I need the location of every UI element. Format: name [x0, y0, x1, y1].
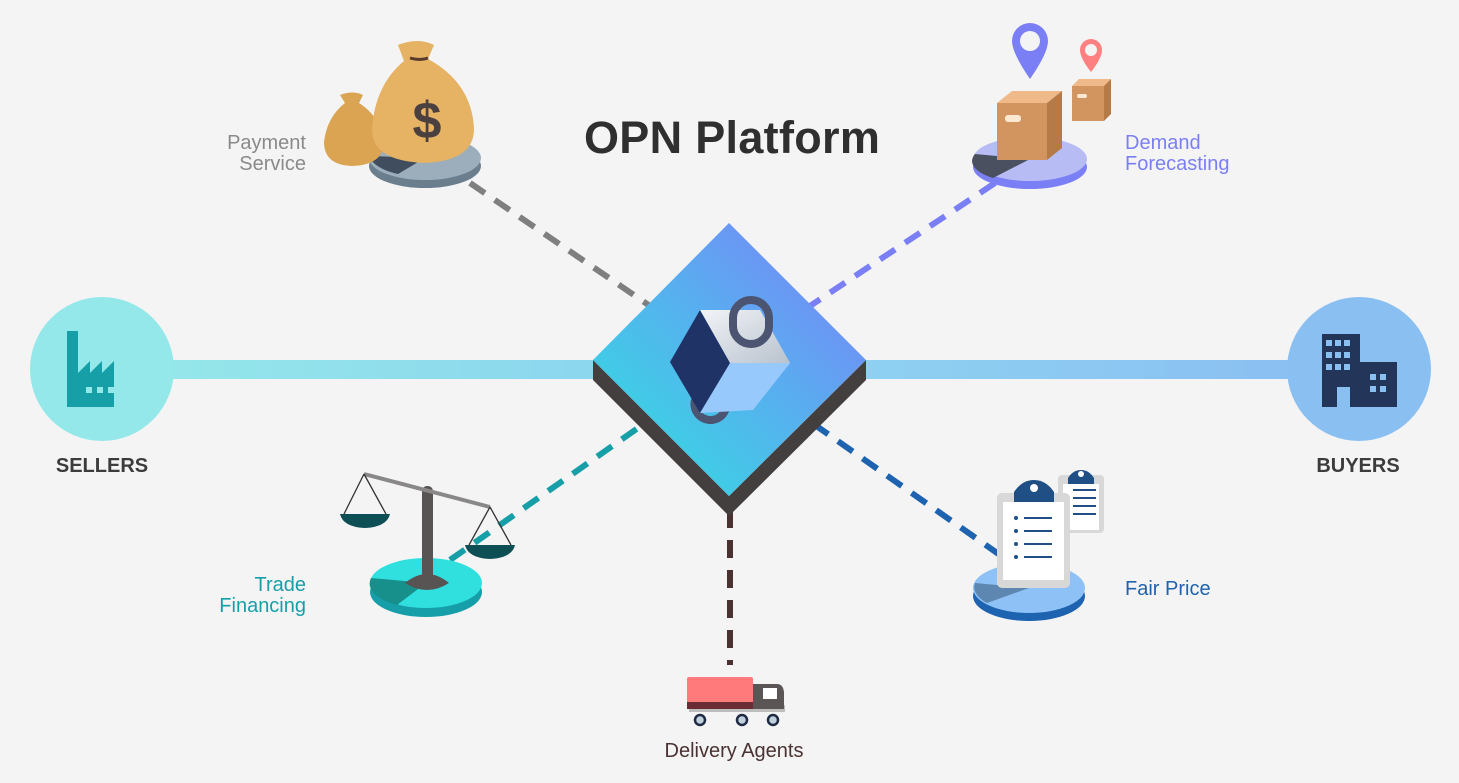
trade-financing-node[interactable]: [340, 472, 515, 617]
demand-forecasting-label-line2: Forecasting: [1125, 153, 1230, 175]
buyers-connector: [862, 360, 1302, 379]
buyers-node[interactable]: [1287, 297, 1431, 441]
clipboard-icon: [997, 470, 1104, 588]
demand-forecasting-label-line1: Demand: [1125, 132, 1201, 154]
money-bags-icon: $: [324, 41, 474, 166]
fair-price-node[interactable]: [973, 470, 1104, 621]
svg-text:$: $: [413, 92, 442, 150]
demand-forecasting-label: Demand Forecasting: [1125, 133, 1230, 175]
boxes-location-icon: [997, 23, 1111, 160]
payment-service-label: Payment Service: [180, 133, 306, 175]
delivery-agents-label: Delivery Agents: [664, 740, 804, 762]
office-building-icon: [1322, 334, 1397, 407]
demand-connector: [808, 180, 997, 309]
demand-forecasting-node[interactable]: [972, 23, 1111, 189]
delivery-agents-node[interactable]: [687, 677, 785, 727]
buyers-label: BUYERS: [1316, 455, 1400, 477]
fair-price-label: Fair Price: [1125, 578, 1211, 600]
trade-connector: [448, 420, 647, 563]
sellers-connector: [160, 360, 600, 379]
balance-scale-icon: [340, 472, 515, 590]
payment-connector: [468, 180, 652, 309]
payment-service-label-line1: Payment: [227, 132, 306, 154]
trade-financing-label-line2: Financing: [219, 595, 306, 617]
payment-service-node[interactable]: $: [324, 41, 481, 188]
opn-hub[interactable]: [593, 223, 866, 516]
fair-connector: [813, 422, 1002, 558]
sellers-label: SELLERS: [55, 455, 149, 477]
trade-financing-label: Trade Financing: [170, 575, 306, 617]
cube-lock-icon: [670, 296, 790, 425]
sellers-node[interactable]: [30, 297, 174, 441]
factory-icon: [67, 331, 114, 407]
truck-icon: [687, 677, 785, 727]
payment-service-label-line2: Service: [239, 153, 306, 175]
trade-financing-label-line1: Trade: [254, 574, 306, 596]
page-title: OPN Platform: [584, 112, 881, 163]
